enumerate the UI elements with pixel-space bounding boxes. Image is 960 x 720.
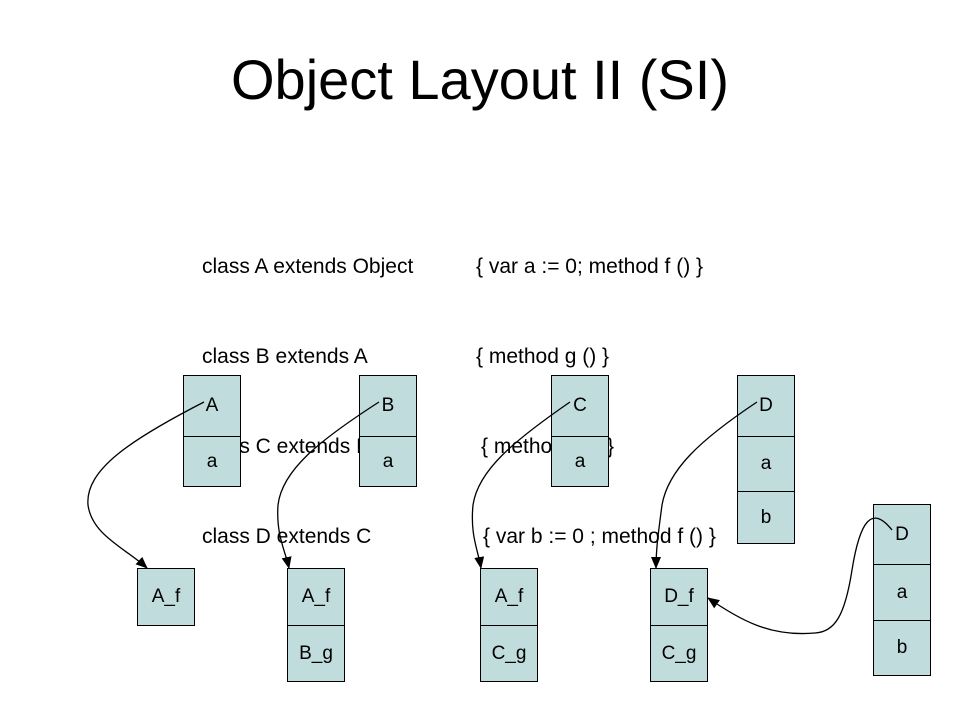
dispatch-c-entry-f: A_f <box>480 568 538 626</box>
object-d2-header: D <box>873 504 931 565</box>
code-line-b-body: { method g () } <box>476 345 610 368</box>
code-line-a: class A extends Object { var a := 0; met… <box>202 252 703 282</box>
object-a-field-a: a <box>183 436 241 487</box>
dispatch-a-entry-f: A_f <box>137 568 195 626</box>
arrow-d2-to-dispatch-d <box>707 517 893 635</box>
object-c-field-a: a <box>551 436 609 487</box>
object-d-header: D <box>737 375 795 437</box>
dispatch-c-entry-g: C_g <box>480 625 538 682</box>
object-a-header: A <box>183 375 241 437</box>
object-b-header: B <box>359 375 417 437</box>
code-line-d: class D extends C { var b := 0 ; method … <box>202 522 716 552</box>
code-line-b: class B extends A { method g () } <box>202 342 609 372</box>
dispatch-d-entry-f: D_f <box>650 568 708 626</box>
object-d2-field-b: b <box>873 620 931 676</box>
object-d2-field-a: a <box>873 564 931 621</box>
object-b-field-a: a <box>359 436 417 487</box>
dispatch-d-entry-g: C_g <box>650 625 708 682</box>
object-d-field-a: a <box>737 436 795 492</box>
dispatch-b-entry-g: B_g <box>287 625 345 682</box>
code-line-d-class: class D extends C <box>202 525 372 548</box>
code-line-d-body: { var b := 0 ; method f () } <box>483 525 716 548</box>
class-declarations: class A extends Object { var a := 0; met… <box>202 192 716 582</box>
object-d-field-b: b <box>737 491 795 544</box>
dispatch-b-entry-f: A_f <box>287 568 345 626</box>
code-line-b-class: class B extends A <box>202 345 368 368</box>
code-line-a-body: { var a := 0; method f () } <box>476 255 704 278</box>
object-c-header: C <box>551 375 609 437</box>
slide-title: Object Layout II (SI) <box>231 48 729 111</box>
code-line-a-class: class A extends Object <box>202 255 414 278</box>
